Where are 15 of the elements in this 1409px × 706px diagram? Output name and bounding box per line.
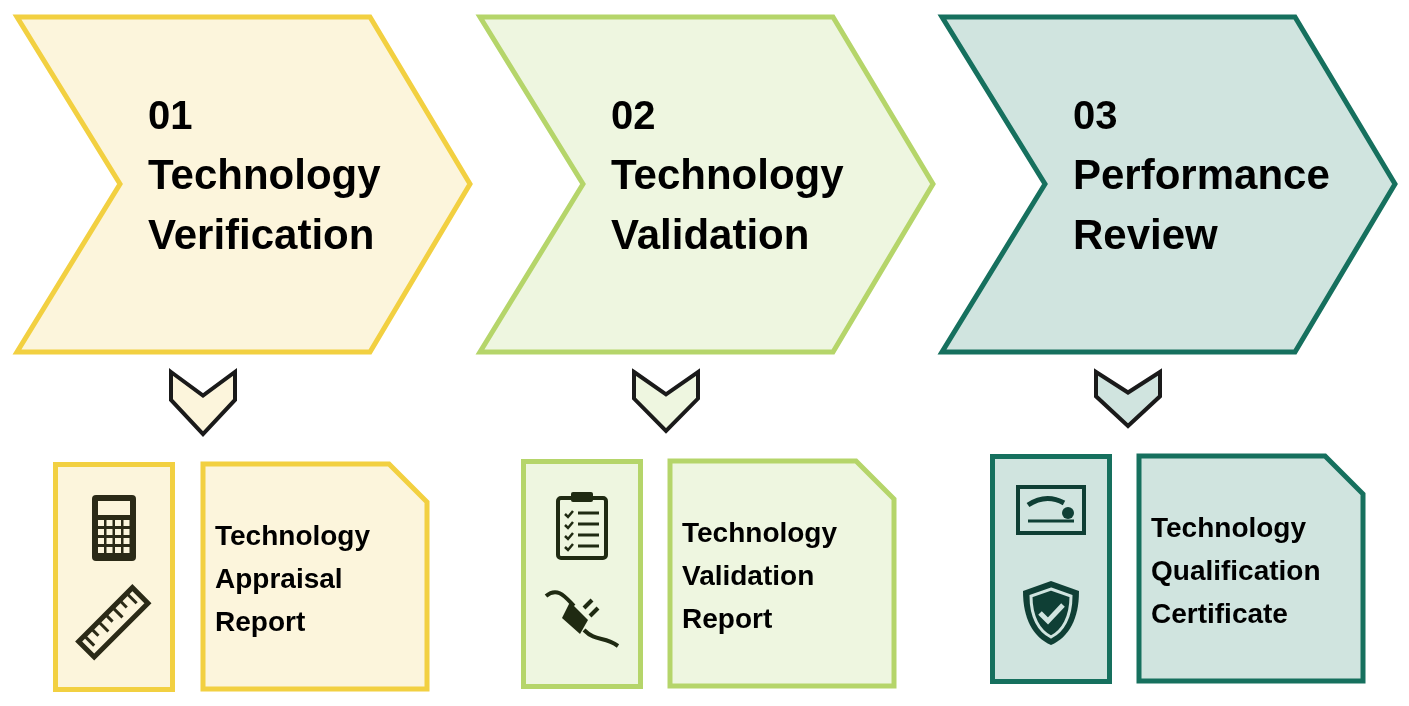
icon-panel [53, 462, 175, 692]
step-title: Performance Review [1073, 150, 1331, 260]
chevron-arrow [632, 368, 700, 434]
document-title: Technology Validation Report [682, 516, 839, 636]
step-number: 01 [148, 92, 193, 139]
icon-panel [521, 459, 643, 689]
document-title: Technology Appraisal Report [215, 519, 372, 639]
document-title: Technology Qualification Certificate [1151, 511, 1322, 631]
chevron-arrow [1094, 368, 1162, 429]
step-number: 02 [611, 92, 656, 139]
icon-panel [990, 454, 1112, 684]
step-title: Technology Validation [611, 150, 845, 260]
step-number: 03 [1073, 92, 1118, 139]
chevron-arrow [169, 368, 237, 437]
step-title: Technology Verification [148, 150, 382, 260]
